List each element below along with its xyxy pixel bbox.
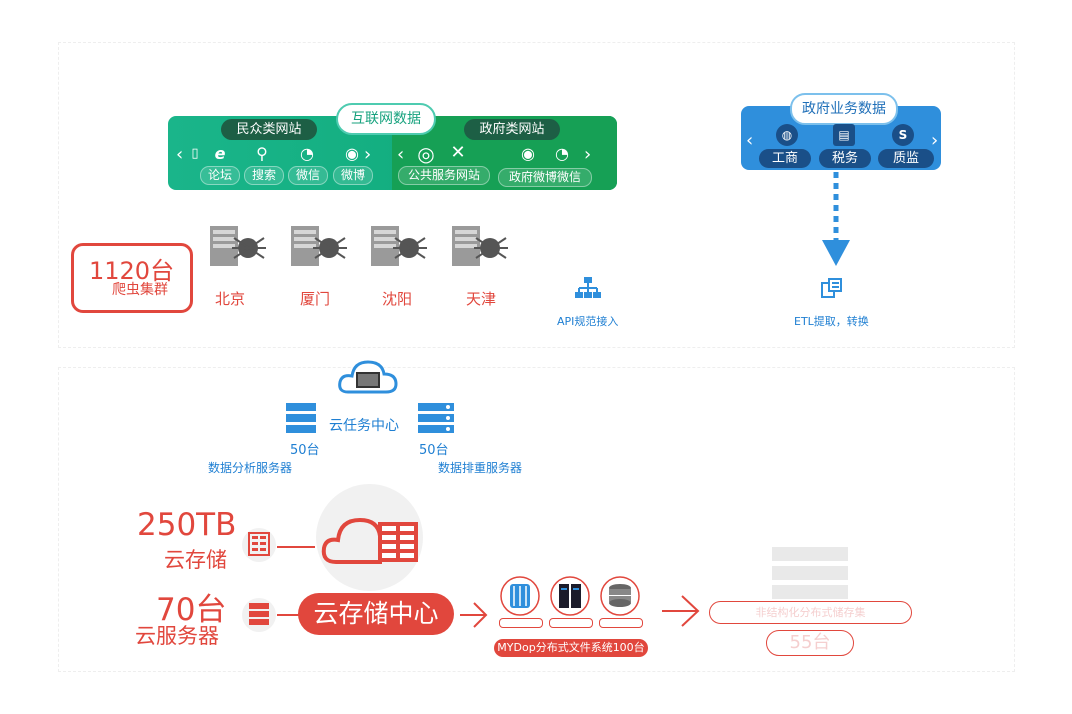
weibo-label[interactable]: 微博 (333, 166, 373, 185)
api-hierarchy-icon (575, 277, 601, 298)
quality-icon: S (892, 124, 914, 146)
mydop-slot-3 (599, 618, 643, 628)
mydop-slot-2 (549, 618, 593, 628)
dedup-server-label: 数据排重服务器 (438, 461, 523, 475)
public-service-icon: ◎ (417, 142, 435, 166)
bottom-panel (58, 367, 1015, 672)
cloud-storage-center-button[interactable]: 云存储中心 (298, 593, 454, 635)
wechat-label[interactable]: 微信 (288, 166, 328, 185)
cloud-server-icon (249, 603, 269, 625)
dedup-server-count: 50台 (419, 443, 449, 458)
center-to-mydop-arrow-icon (460, 602, 488, 628)
cloud-server-label: 云服务器 (135, 624, 219, 648)
cloud-storage-icon (321, 517, 418, 564)
weibo-icon: ◉ (345, 144, 359, 163)
top-panel (58, 42, 1015, 348)
internet-data-title: 互联网数据 (336, 103, 436, 135)
cloud-task-icon (338, 360, 398, 394)
phone-icon: ▯ (191, 146, 199, 161)
gov-sites-title: 政府类网站 (464, 119, 560, 140)
analysis-server-count: 50台 (290, 443, 320, 458)
storage-capacity-label: 云存储 (164, 548, 227, 572)
api-label: API规范接入 (557, 315, 619, 328)
cloud-server-count: 70台 (156, 592, 227, 628)
civil-sites-title: 民众类网站 (221, 119, 317, 140)
etl-icon (821, 278, 842, 298)
gov-weibo-wechat-label[interactable]: 政府微博微信 (498, 168, 592, 187)
city-shenyang: 沈阳 (381, 290, 412, 308)
etl-arrow (822, 172, 850, 266)
quality-label[interactable]: 质监 (878, 149, 934, 168)
mydop-label: MYDop分布式文件系统100台 (494, 639, 648, 657)
gov-next-chevron-icon[interactable]: › (584, 144, 592, 165)
city-xiamen: 厦门 (299, 290, 330, 308)
etl-label: ETL提取，转换 (794, 315, 869, 328)
cloud-task-title: 云任务中心 (329, 418, 399, 434)
civil-next-chevron-icon[interactable]: › (364, 144, 372, 165)
tax-icon: ▤ (833, 124, 855, 146)
analysis-server-icon (286, 403, 316, 433)
wechat-icon: ◔ (300, 144, 314, 163)
search-icon: ⚲ (256, 144, 268, 163)
tax-label[interactable]: 税务 (819, 149, 871, 168)
crawler-count: 1120台 (89, 257, 175, 285)
gov-business-next-chevron-icon[interactable]: › (931, 130, 939, 151)
tools-icon: ✕ (450, 142, 466, 163)
forum-icon: e (214, 144, 226, 163)
mydop-server-icon-black (550, 576, 590, 616)
analysis-server-label: 数据分析服务器 (208, 461, 293, 475)
gov-weibo-icon: ◉ (521, 144, 535, 163)
dedup-server-icon (418, 403, 454, 433)
commerce-icon: ◍ (776, 124, 798, 146)
city-beijing: 北京 (214, 290, 245, 308)
crawler-server-icon-tianjin (452, 226, 508, 266)
storage-connector-line (277, 546, 315, 548)
crawler-server-icon-shenyang (371, 226, 427, 266)
city-tianjin: 天津 (465, 290, 496, 308)
forum-label[interactable]: 论坛 (200, 166, 240, 185)
storage-server-icon (248, 532, 270, 556)
gov-prev-chevron-icon[interactable]: ‹ (397, 144, 405, 165)
gov-wechat-icon: ◔ (555, 144, 569, 163)
mydop-disk-icon (600, 576, 640, 616)
mydop-to-dist-arrow-icon (662, 595, 700, 627)
dist-storage-faint-icon (772, 547, 848, 599)
gov-business-title: 政府业务数据 (790, 93, 898, 125)
crawler-server-icon-xiamen (291, 226, 347, 266)
cloud-server-connector-line (277, 614, 299, 616)
crawler-server-icon-beijing (210, 226, 266, 266)
mydop-server-icon-blue (500, 576, 540, 616)
commerce-label[interactable]: 工商 (759, 149, 811, 168)
civil-prev-chevron-icon[interactable]: ‹ (176, 144, 184, 165)
crawler-label: 爬虫集群 (112, 282, 168, 298)
storage-capacity: 250TB (137, 507, 237, 543)
dist-storage-label: 非结构化分布式储存集 (709, 601, 912, 624)
search-label[interactable]: 搜索 (244, 166, 284, 185)
gov-business-prev-chevron-icon[interactable]: ‹ (746, 130, 754, 151)
dist-storage-count: 55台 (766, 630, 854, 656)
mydop-slot-1 (499, 618, 543, 628)
public-service-label[interactable]: 公共服务网站 (398, 166, 490, 185)
crawler-cluster-box (71, 243, 193, 313)
